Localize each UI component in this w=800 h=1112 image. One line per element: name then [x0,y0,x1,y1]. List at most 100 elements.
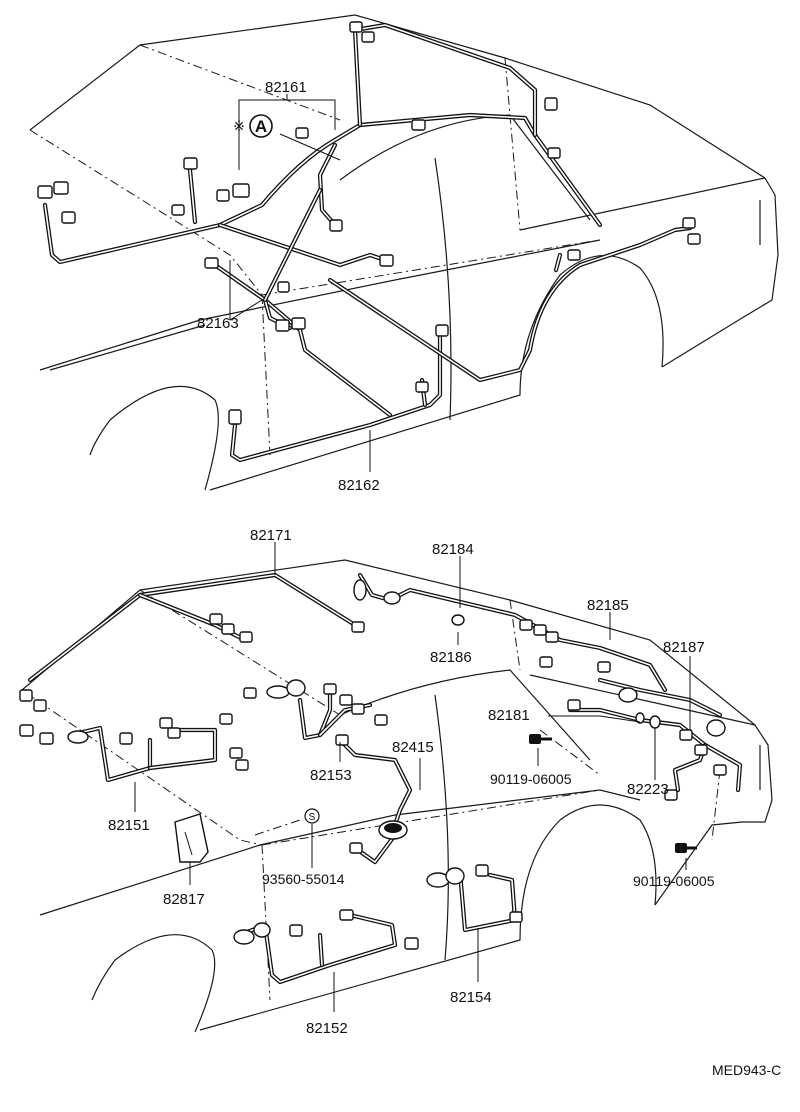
upper-connectors [37,21,701,425]
view-marker-letter: A [255,117,267,136]
connector [235,759,249,771]
part-93560-55014-label: 93560-55014 [262,871,345,887]
connector [713,764,727,776]
harness-82162 [229,225,693,463]
connector [216,189,230,202]
grommet [378,820,408,840]
harness-82161 [42,22,603,268]
connector [679,729,693,741]
connector [379,254,394,267]
connector [229,747,243,759]
connector [519,619,533,631]
connector [159,717,173,729]
part-82151-label: 82151 [108,817,150,834]
part-82181-label: 82181 [488,707,530,724]
connector [567,249,581,261]
part-82184-label: 82184 [432,541,474,558]
connector [547,147,561,159]
connector [539,656,553,668]
connector [415,381,429,393]
s-mark: S [304,808,320,824]
part-82415-label: 82415 [392,739,434,756]
part-82817-label: 82817 [163,891,205,908]
part-82162-label: 82162 [338,477,380,494]
connector [239,631,253,643]
connector [694,744,708,756]
note-mark: ※ [233,118,245,134]
connector [597,661,611,673]
upper-car-outline [29,14,779,491]
connector [323,683,337,695]
part-82171-label: 82171 [250,527,292,544]
drawing-code: MED943-C [712,1062,781,1078]
lower-dash-lines [21,589,721,1001]
connector [374,714,388,726]
connector [167,727,181,739]
connector [351,703,365,715]
part-90119-06005-label-a: 90119-06005 [490,771,572,787]
bulb-socket [618,687,726,737]
connector [232,183,250,198]
connector [33,699,47,712]
connector [61,211,76,224]
lower-connectors [19,613,727,950]
harness-82171 [27,572,358,683]
lamp-sockets [67,579,726,945]
upper-leaders [229,94,371,472]
connector [39,732,54,745]
connector [544,97,558,111]
connector [275,319,290,332]
connector [228,409,242,425]
bulb-socket [266,679,306,699]
harness-82184 [357,572,668,693]
bulb-socket [426,867,465,888]
connector [411,119,426,131]
connector [339,909,354,921]
lower-leaders [134,542,691,1012]
screw-90119-b [675,843,697,853]
part-90119-06005-label-b: 90119-06005 [633,873,715,889]
part-82153-label: 82153 [310,767,352,784]
part-82161-label: 82161 [265,79,307,96]
connector [19,724,34,737]
connector [349,21,363,33]
connector [209,613,223,625]
connector [361,31,375,43]
screw-90119-a [529,734,552,744]
connector [545,631,559,643]
connector [533,624,547,636]
connector [243,687,257,699]
harness-82151 [67,725,218,783]
connector [404,937,419,950]
connector [37,185,53,199]
connector [171,204,185,216]
connector [664,789,678,801]
lower-car-outline [21,559,773,1033]
part-82163-label: 82163 [197,315,239,332]
connector [475,864,489,877]
bulb-socket [233,922,271,945]
connector [291,317,306,330]
connector [509,911,523,923]
connector [687,233,701,245]
connector [349,842,363,854]
connector [335,734,349,746]
upper-view: A ※ 82161 82163 82162 [29,14,779,494]
harness-82153 [297,687,413,865]
connector [351,621,365,633]
part-82223-label: 82223 [627,781,669,798]
connector [435,324,449,337]
bracket-82817 [174,813,209,863]
bulb-socket [67,730,89,744]
connector [329,219,343,232]
part-82186-label: 82186 [430,649,472,666]
connector [204,257,219,269]
view-marker-a: A ※ [233,108,341,170]
connector [682,217,696,229]
connector [221,623,235,635]
connector [289,924,303,937]
lower-view: S 82171 82184 82185 82186 82187 82181 [19,527,773,1037]
connector [295,127,309,139]
marker-circle [249,114,273,138]
